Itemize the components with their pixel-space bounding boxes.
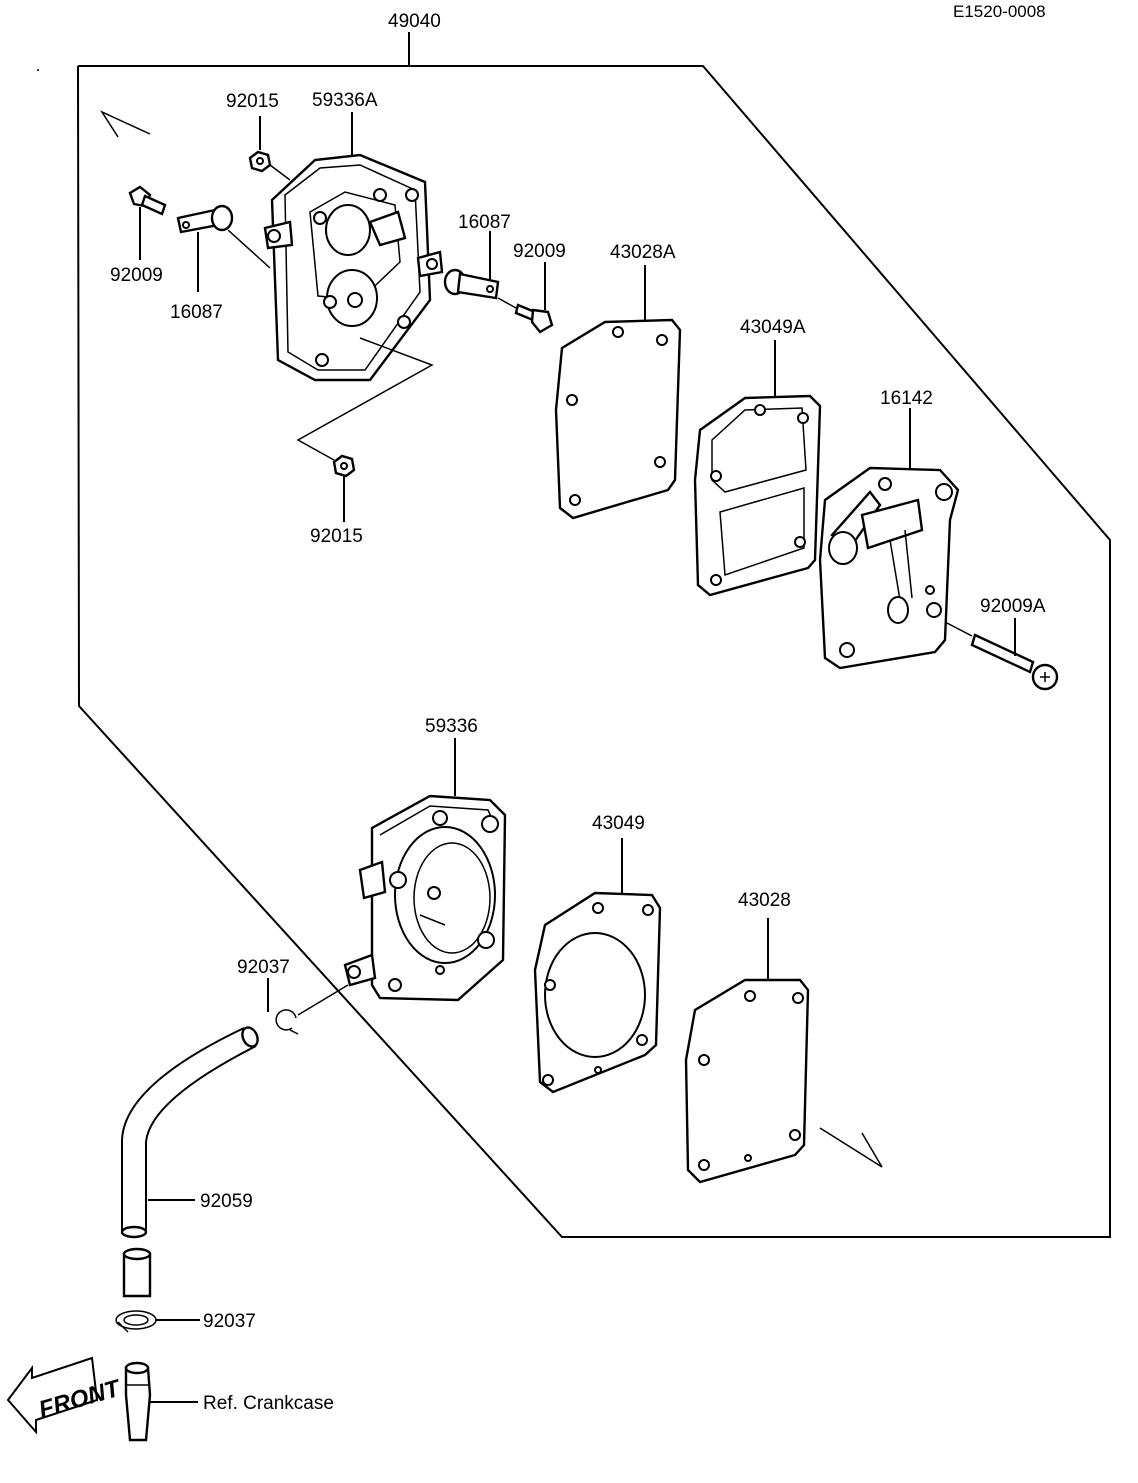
- label-16087-left: 16087: [170, 302, 223, 323]
- crankcase-fitting: [124, 1361, 152, 1442]
- front-label: FRONT: [36, 1374, 125, 1423]
- label-92009-left: 92009: [110, 265, 163, 286]
- gasket-43028: [684, 978, 810, 1184]
- label-43028: 43028: [738, 890, 791, 911]
- cover-16142: [818, 466, 960, 670]
- label-43049: 43049: [592, 813, 645, 834]
- nut-92015-bottom: [332, 454, 356, 478]
- diaphragm-43049a: [693, 394, 822, 597]
- direction-arrow-top-icon: [99, 110, 151, 138]
- valve-16087-left: [176, 204, 234, 234]
- valve-16087-right: [443, 268, 500, 300]
- pump-cover-59336a: [263, 153, 444, 382]
- label-43028a: 43028A: [610, 242, 676, 263]
- clip-92037-top: [275, 1009, 299, 1035]
- label-92015-top: 92015: [226, 91, 279, 112]
- diaphragm-43049: [533, 891, 662, 1094]
- label-59336: 59336: [425, 716, 478, 737]
- nut-92015-top: [248, 150, 272, 173]
- label-43049a: 43049A: [740, 317, 806, 338]
- hose-92059: [120, 1026, 259, 1239]
- front-arrow-icon: [6, 1356, 99, 1435]
- screw-92009-mid: [514, 303, 554, 334]
- label-92015-bottom: 92015: [310, 526, 363, 547]
- label-16142: 16142: [880, 388, 933, 409]
- gasket-43028a: [554, 318, 682, 520]
- assembly-label-49040: 49040: [388, 11, 441, 32]
- label-92009-mid: 92009: [513, 241, 566, 262]
- diagram-code: E1520-0008: [953, 2, 1046, 21]
- direction-arrow-bottom-icon: [819, 1127, 883, 1168]
- hose-sleeve: [122, 1247, 152, 1298]
- label-59336a: 59336A: [312, 90, 378, 111]
- label-92059: 92059: [200, 1191, 253, 1212]
- clip-92037-bottom: [115, 1310, 157, 1333]
- screw-92009a: [970, 633, 1059, 691]
- label-ref-crankcase: Ref. Crankcase: [203, 1393, 334, 1414]
- label-92009a: 92009A: [980, 596, 1046, 617]
- label-92037-top: 92037: [237, 957, 290, 978]
- label-16087-right: 16087: [458, 212, 511, 233]
- label-92037-bottom: 92037: [203, 1311, 256, 1332]
- assembly-outline: [77, 32, 1111, 1238]
- stray-dot: [37, 69, 39, 71]
- screw-92009-left: [128, 185, 167, 216]
- pump-body-59336: [343, 794, 507, 1002]
